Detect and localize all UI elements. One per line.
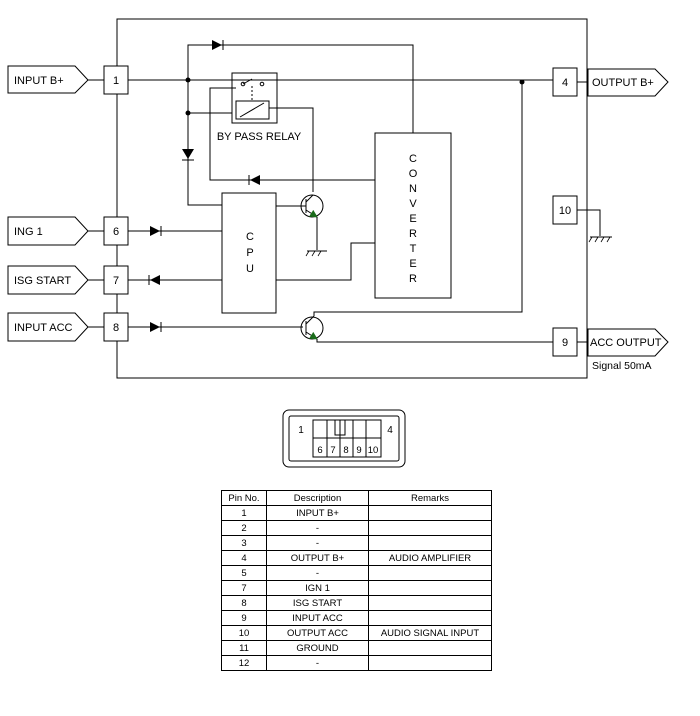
table-row: 3-: [221, 535, 492, 551]
svg-text:7: 7: [113, 275, 119, 287]
pin-box-10: 10: [552, 195, 578, 225]
pin-box-9: 9: [552, 327, 578, 357]
svg-text:E: E: [409, 213, 416, 225]
bypass-relay: BY PASS RELAY: [217, 72, 302, 143]
acc-output-label: ACC OUTPUT: [590, 337, 662, 349]
left-diode: [182, 149, 194, 161]
relay-driver-transistor: [276, 194, 327, 257]
connector-pin-4: 4: [387, 425, 393, 436]
top-diode: [212, 40, 224, 50]
connector-pin-8: 8: [343, 445, 348, 456]
pin10-ground: [577, 209, 612, 243]
connector-pin-10: 10: [368, 445, 379, 456]
output-b-connector: OUTPUT B+: [577, 68, 669, 97]
svg-text:E: E: [409, 258, 416, 270]
connector-pin-7: 7: [330, 445, 335, 456]
pin-box-8: 8: [103, 312, 129, 342]
pin-box-4: 4: [552, 67, 578, 97]
connector-pin-1: 1: [298, 425, 304, 436]
pin-table-header: Pin No. Description Remarks: [221, 490, 492, 506]
isg-start-diode: [148, 275, 160, 285]
converter-diode: [248, 175, 260, 185]
svg-text:9: 9: [562, 337, 568, 349]
svg-text:1: 1: [113, 75, 119, 87]
svg-text:8: 8: [113, 322, 119, 334]
svg-text:U: U: [246, 263, 254, 275]
table-row: 12-: [221, 655, 492, 671]
svg-text:R: R: [409, 228, 417, 240]
pin-box-7: 7: [103, 265, 129, 295]
svg-text:C: C: [246, 231, 254, 243]
svg-text:C: C: [409, 153, 417, 165]
svg-text:T: T: [410, 243, 417, 255]
svg-text:R: R: [409, 273, 417, 285]
svg-text:N: N: [409, 183, 417, 195]
table-row: 2-: [221, 520, 492, 536]
svg-text:6: 6: [113, 226, 119, 238]
converter-block: C O N V E R T E R: [374, 132, 452, 299]
module-enclosure: [116, 18, 588, 379]
ing1-diode: [150, 226, 162, 236]
table-row: 5-: [221, 565, 492, 581]
connector-face: 1 4 6 7 8 9 10: [282, 409, 406, 468]
input-b-label: INPUT B+: [14, 75, 64, 87]
isg-start-label: ISG START: [14, 275, 71, 287]
connector-pin-6: 6: [317, 445, 322, 456]
svg-text:V: V: [409, 198, 417, 210]
acc-output-note: Signal 50mA: [592, 360, 652, 372]
acc-output-connector: ACC OUTPUT Signal 50mA: [577, 328, 669, 372]
pin-box-1: 1: [103, 65, 129, 95]
svg-text:O: O: [409, 168, 418, 180]
svg-text:4: 4: [562, 77, 568, 89]
cpu-block: C P U: [221, 192, 277, 314]
pin-box-6: 6: [103, 216, 129, 246]
input-acc-connector: INPUT ACC: [7, 312, 104, 342]
ing1-connector: ING 1: [7, 216, 104, 246]
input-acc-diode: [150, 322, 162, 332]
input-b-connector: INPUT B+: [7, 65, 104, 94]
connector-pin-9: 9: [356, 445, 361, 456]
svg-text:P: P: [246, 247, 253, 259]
ing1-label: ING 1: [14, 226, 43, 238]
output-b-label: OUTPUT B+: [592, 77, 654, 89]
input-acc-label: INPUT ACC: [14, 322, 73, 334]
bypass-relay-label: BY PASS RELAY: [217, 131, 302, 143]
isg-start-connector: ISG START: [7, 265, 104, 295]
svg-text:10: 10: [559, 205, 571, 217]
acc-output-transistor: [300, 315, 324, 340]
